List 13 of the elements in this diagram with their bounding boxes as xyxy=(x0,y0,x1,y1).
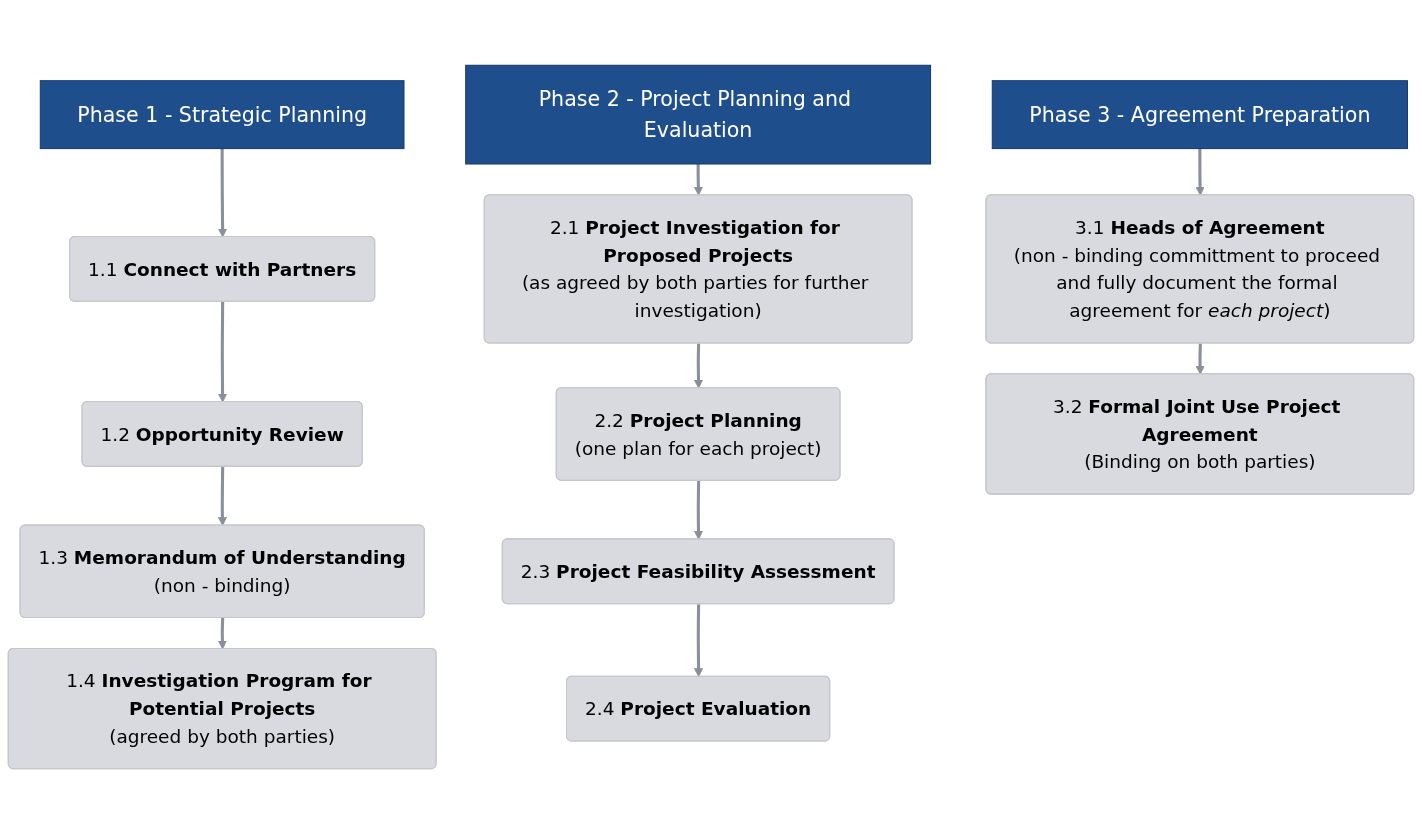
arrow xyxy=(693,164,703,196)
arrow xyxy=(694,604,704,678)
arrow xyxy=(694,343,704,389)
arrow xyxy=(218,301,228,403)
arrow xyxy=(217,618,227,650)
node-box: Phase 3 - Agreement Preparation xyxy=(991,80,1408,150)
arrow xyxy=(694,480,704,540)
node-box: Phase 2 - Project Planning and Evaluation xyxy=(465,64,932,165)
arrow xyxy=(218,148,228,238)
arrow xyxy=(1195,148,1205,196)
node-box: Phase 1 - Strategic Planning xyxy=(39,80,405,150)
arrow xyxy=(217,466,227,526)
arrow xyxy=(1195,343,1205,375)
